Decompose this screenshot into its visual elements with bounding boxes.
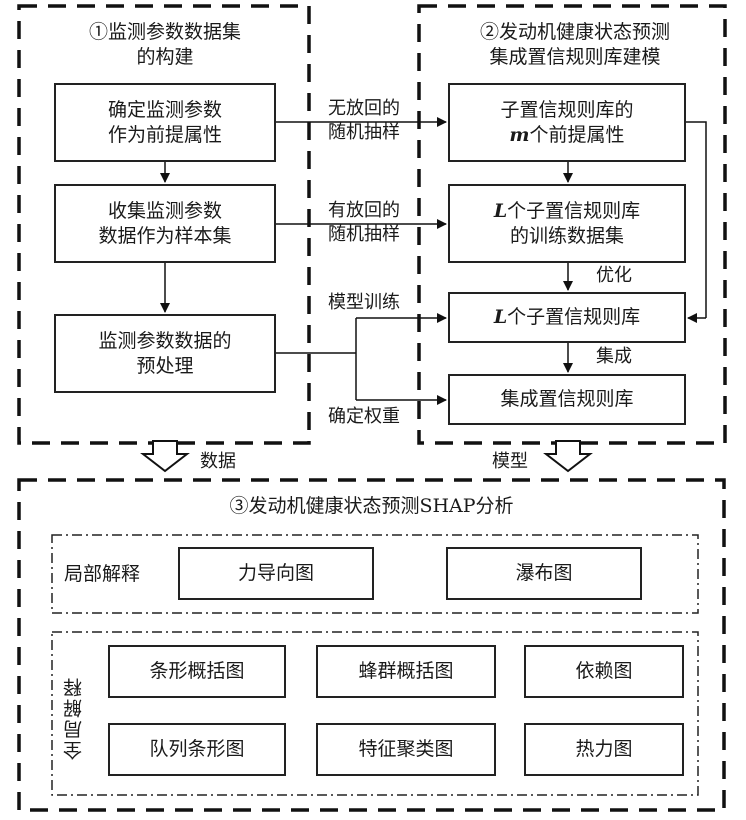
label-sampling-without: 无放回的 随机抽样 — [314, 97, 414, 145]
box-force-plot: 力导向图 — [178, 547, 374, 600]
section1-title: ①监测参数数据集 的构建 — [40, 20, 290, 70]
box-line: 力导向图 — [237, 562, 314, 584]
label-line: 有放回的 — [328, 200, 400, 221]
box-collect-data: 收集监测参数 数据作为样本集 — [54, 184, 276, 263]
box-beeswarm-summary-plot: 蜂群概括图 — [316, 645, 496, 698]
box-bar-summary-plot: 条形概括图 — [108, 645, 286, 698]
box-line: 热力图 — [575, 738, 633, 760]
label-optimize: 优化 — [596, 265, 632, 286]
box-line: 预处理 — [136, 354, 194, 377]
box-feature-clustering-plot: 特征聚类图 — [316, 723, 496, 776]
section1-title-line1: ①监测参数数据集 — [88, 21, 241, 43]
section2-frame — [417, 4, 727, 445]
box-sub-brb-attrs: 子置信规则库的 m个前提属性 — [448, 83, 686, 162]
variable-l: L — [493, 306, 508, 328]
label-line: 随机抽样 — [328, 122, 400, 143]
variable-m: m — [509, 123, 530, 146]
box-line: 收集监测参数 — [107, 199, 222, 222]
data-flow-arrow — [140, 440, 190, 473]
global-frame — [51, 631, 699, 796]
box-line: 条形概括图 — [149, 660, 245, 682]
box-line: 队列条形图 — [149, 738, 245, 760]
box-line: m个前提属性 — [500, 123, 633, 148]
box-line: 蜂群概括图 — [358, 660, 454, 682]
section1-title-line2: 的构建 — [136, 46, 194, 68]
box-determine-params: 确定监测参数 作为前提属性 — [54, 83, 276, 162]
label-line: 无放回的 — [328, 98, 400, 119]
box-line: 监测参数数据的 — [98, 329, 232, 352]
box-sub-brb-training-data: L个子置信规则库 的训练数据集 — [448, 184, 686, 263]
box-line: 确定监测参数 — [107, 98, 222, 121]
local-frame — [51, 534, 699, 614]
box-line-text: 个子置信规则库 — [507, 306, 641, 328]
box-line: L个子置信规则库 — [494, 199, 640, 224]
section2-title: ②发动机健康状态预测 集成置信规则库建模 — [430, 20, 720, 70]
box-line: 依赖图 — [575, 660, 633, 682]
box-cohort-bar-plot: 队列条形图 — [108, 723, 286, 776]
section3-title: ③发动机健康状态预测SHAP分析 — [229, 495, 514, 517]
box-sub-brbs: L个子置信规则库 — [448, 292, 686, 343]
section3-frame — [17, 478, 726, 812]
box-line: 的训练数据集 — [509, 224, 624, 247]
box-line: 瀑布图 — [515, 562, 573, 584]
box-line: 数据作为样本集 — [98, 224, 232, 247]
global-explanation-label: 全局解释 — [63, 676, 85, 760]
box-ensemble-brb: 集成置信规则库 — [448, 374, 686, 425]
model-flow-arrow — [543, 440, 593, 473]
section2-title-line2: 集成置信规则库建模 — [489, 46, 661, 68]
local-explanation-label: 局部解释 — [64, 563, 141, 585]
box-dependence-plot: 依赖图 — [524, 645, 684, 698]
label-ensemble: 集成 — [596, 346, 632, 367]
label-determine-weights: 确定权重 — [328, 406, 400, 427]
box-line: 子置信规则库的 — [500, 98, 634, 121]
label-line: 随机抽样 — [328, 224, 400, 245]
variable-l: L — [493, 199, 508, 222]
box-line: L个子置信规则库 — [494, 305, 640, 330]
label-data-flow: 数据 — [200, 451, 236, 472]
label-model-training: 模型训练 — [328, 292, 400, 313]
connector-attrs-feedback — [686, 121, 707, 318]
box-heatmap-plot: 热力图 — [524, 723, 684, 776]
box-waterfall-plot: 瀑布图 — [446, 547, 642, 600]
label-model-flow: 模型 — [492, 451, 528, 472]
box-line-text: 个子置信规则库 — [507, 199, 641, 222]
label-sampling-with: 有放回的 随机抽样 — [314, 199, 414, 247]
box-line: 作为前提属性 — [107, 123, 222, 146]
box-line-text: 个前提属性 — [529, 123, 625, 146]
box-line: 特征聚类图 — [358, 738, 454, 760]
box-preprocess: 监测参数数据的 预处理 — [54, 314, 276, 393]
section2-title-line1: ②发动机健康状态预测 — [479, 21, 670, 43]
box-line: 集成置信规则库 — [500, 388, 634, 410]
